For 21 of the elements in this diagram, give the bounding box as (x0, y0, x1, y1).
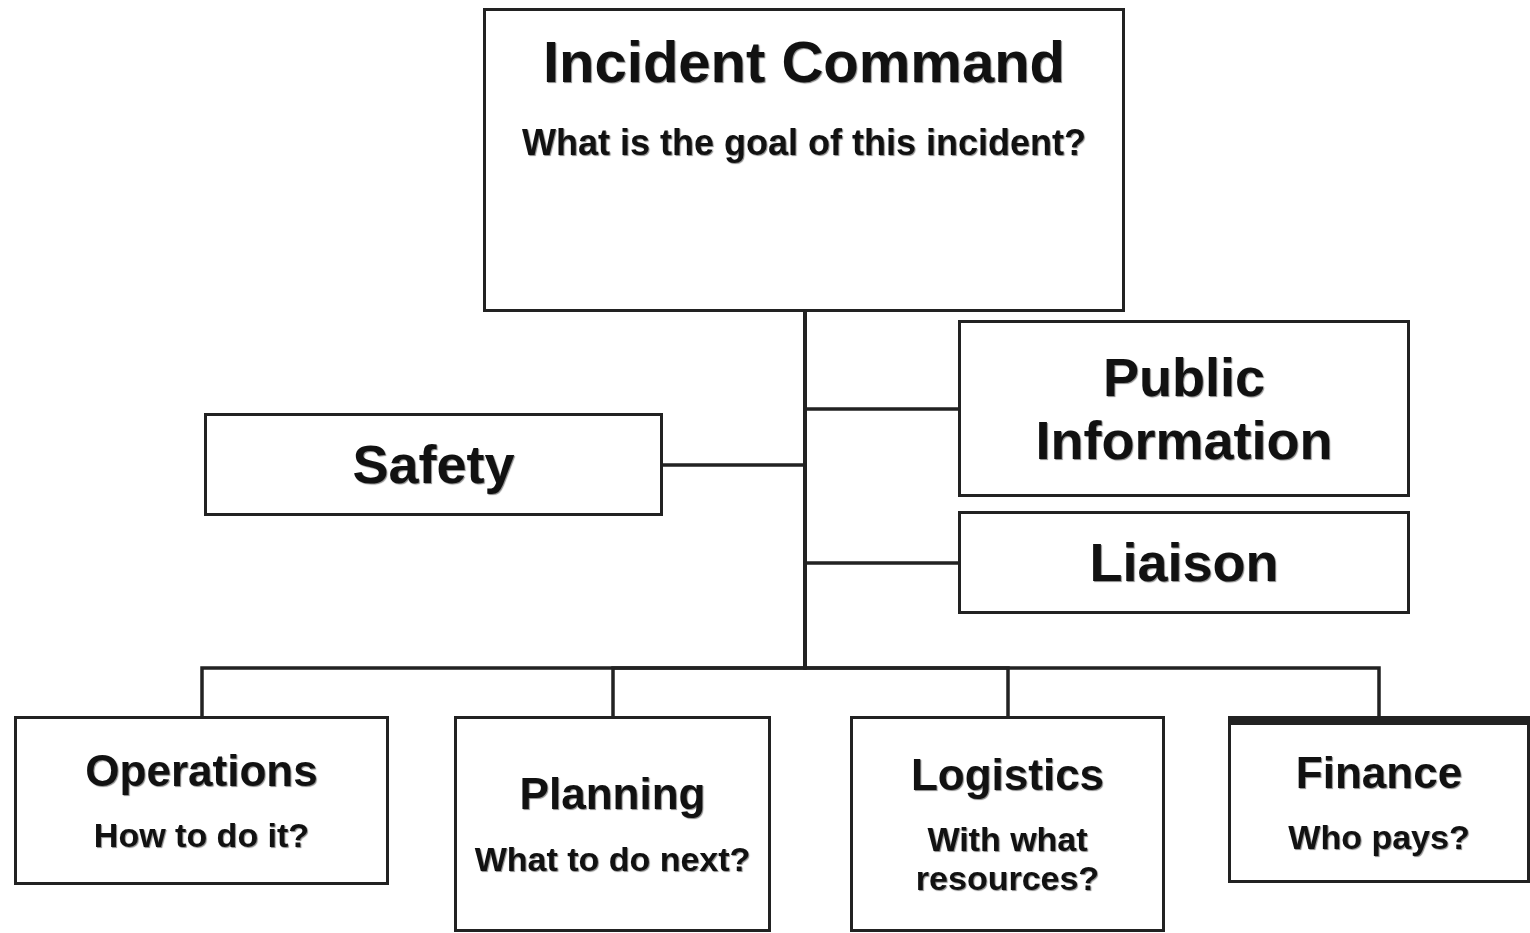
org-box (958, 320, 1410, 497)
org-box (14, 716, 389, 885)
node-title: Operations (84, 745, 319, 797)
node-title: Safety (351, 433, 516, 496)
org-box (850, 716, 1165, 932)
node-question: With what resources? (914, 820, 1101, 899)
node-title: Liaison (1088, 531, 1280, 594)
node-title: Public Information (1034, 346, 1334, 471)
node-question: How to do it? (92, 816, 311, 856)
node-question: What to do next? (473, 839, 752, 879)
org-box (958, 511, 1410, 614)
node-title: Planning (518, 769, 707, 820)
org-box (204, 413, 663, 516)
node-title: Finance (1294, 747, 1464, 799)
org-box (1228, 716, 1530, 883)
org-box (483, 8, 1125, 312)
node-title: Incident Command (542, 29, 1066, 96)
node-title: Logistics (909, 749, 1106, 801)
node-question: What is the goal of this incident? (521, 121, 1087, 164)
org-box (454, 716, 771, 932)
node-question: Who pays? (1287, 818, 1471, 858)
